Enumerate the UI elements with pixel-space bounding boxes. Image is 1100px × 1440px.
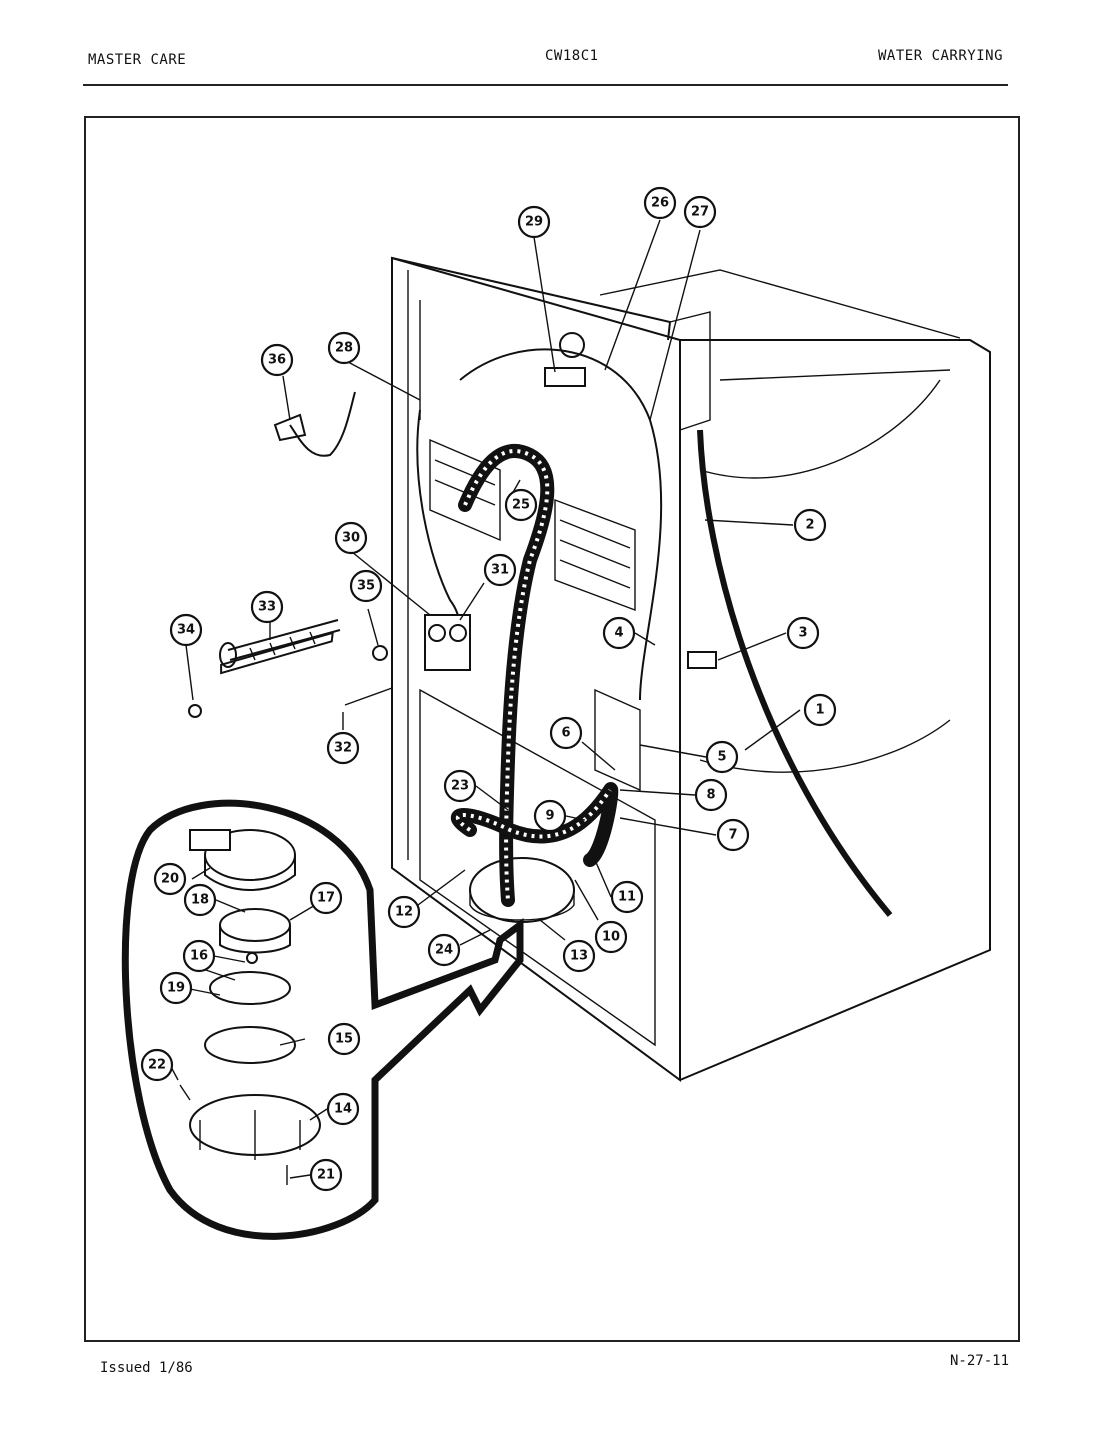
svg-text:19: 19 bbox=[167, 981, 185, 996]
header-rule bbox=[83, 84, 1008, 86]
svg-text:5: 5 bbox=[717, 750, 726, 765]
pump-inset-outline bbox=[121, 799, 524, 1240]
svg-text:18: 18 bbox=[191, 893, 209, 908]
callout-1: 1 bbox=[803, 693, 837, 727]
power-cord bbox=[289, 391, 356, 457]
issued-date: Issued 1/86 bbox=[100, 1360, 193, 1376]
inlet-hose-fitting bbox=[219, 619, 341, 668]
callout-18: 18 bbox=[183, 883, 217, 917]
svg-text:13: 13 bbox=[570, 949, 588, 964]
svg-text:10: 10 bbox=[602, 930, 620, 945]
callout-4: 4 bbox=[602, 616, 636, 650]
svg-text:35: 35 bbox=[357, 579, 375, 594]
hose-clip bbox=[687, 651, 717, 669]
callout-9: 9 bbox=[533, 799, 567, 833]
svg-text:11: 11 bbox=[618, 890, 636, 905]
svg-text:1: 1 bbox=[815, 703, 824, 718]
pump-hose bbox=[450, 782, 619, 867]
page-reference: N-27-11 bbox=[950, 1353, 1010, 1369]
svg-text:3: 3 bbox=[798, 626, 807, 641]
callout-22: 22 bbox=[140, 1048, 174, 1082]
svg-text:2: 2 bbox=[805, 518, 814, 533]
svg-text:32: 32 bbox=[334, 741, 352, 756]
svg-text:30: 30 bbox=[342, 531, 360, 546]
callout-12: 12 bbox=[387, 895, 421, 929]
callout-30: 30 bbox=[334, 521, 368, 555]
callout-34: 34 bbox=[169, 613, 203, 647]
svg-text:22: 22 bbox=[148, 1058, 166, 1073]
callout-23: 23 bbox=[443, 769, 477, 803]
callout-29: 29 bbox=[517, 205, 551, 239]
callout-3: 3 bbox=[786, 616, 820, 650]
svg-text:34: 34 bbox=[177, 623, 195, 638]
callout-26: 26 bbox=[643, 186, 677, 220]
callout-16: 16 bbox=[182, 939, 216, 973]
svg-text:17: 17 bbox=[317, 891, 335, 906]
callout-24: 24 bbox=[427, 933, 461, 967]
svg-text:29: 29 bbox=[525, 215, 543, 230]
callout-10: 10 bbox=[594, 920, 628, 954]
svg-text:14: 14 bbox=[334, 1102, 352, 1117]
callout-13: 13 bbox=[562, 939, 596, 973]
svg-text:20: 20 bbox=[161, 872, 179, 887]
callout-36: 36 bbox=[260, 343, 294, 377]
flat-washer bbox=[372, 645, 388, 661]
svg-text:36: 36 bbox=[268, 353, 286, 368]
svg-text:12: 12 bbox=[395, 905, 413, 920]
callout-5: 5 bbox=[705, 740, 739, 774]
svg-text:6: 6 bbox=[561, 726, 570, 741]
pump-inset-parts bbox=[179, 829, 321, 1185]
callout-33: 33 bbox=[250, 590, 284, 624]
svg-text:21: 21 bbox=[317, 1168, 335, 1183]
diagram-frame bbox=[84, 116, 1020, 1342]
svg-text:15: 15 bbox=[335, 1032, 353, 1047]
callout-27: 27 bbox=[683, 195, 717, 229]
header-model: CW18C1 bbox=[545, 48, 599, 64]
callout-20: 20 bbox=[153, 862, 187, 896]
callout-19: 19 bbox=[159, 971, 193, 1005]
svg-text:27: 27 bbox=[691, 205, 709, 220]
callout-14: 14 bbox=[326, 1092, 360, 1126]
washer-cabinet bbox=[391, 256, 991, 1082]
svg-text:26: 26 bbox=[651, 196, 669, 211]
pump-assembly bbox=[469, 857, 575, 923]
callout-17: 17 bbox=[309, 881, 343, 915]
header-section: WATER CARRYING bbox=[878, 48, 1004, 64]
svg-text:31: 31 bbox=[491, 563, 509, 578]
callout-32: 32 bbox=[326, 731, 360, 765]
callout-21: 21 bbox=[309, 1158, 343, 1192]
callout-8: 8 bbox=[694, 778, 728, 812]
fitting-cap bbox=[188, 704, 202, 718]
svg-text:9: 9 bbox=[545, 809, 554, 824]
fill-hose bbox=[697, 429, 893, 917]
callout-15: 15 bbox=[327, 1022, 361, 1056]
callout-25: 25 bbox=[504, 488, 538, 522]
callout-2: 2 bbox=[793, 508, 827, 542]
svg-text:23: 23 bbox=[451, 779, 469, 794]
svg-text:4: 4 bbox=[614, 626, 623, 641]
callout-35: 35 bbox=[349, 569, 383, 603]
water-valve bbox=[424, 614, 471, 671]
svg-text:28: 28 bbox=[335, 341, 353, 356]
svg-text:8: 8 bbox=[706, 788, 715, 803]
callout-28: 28 bbox=[327, 331, 361, 365]
callout-31: 31 bbox=[483, 553, 517, 587]
header-brand: MASTER CARE bbox=[88, 52, 187, 68]
svg-text:24: 24 bbox=[435, 943, 453, 958]
callout-6: 6 bbox=[549, 716, 583, 750]
svg-text:25: 25 bbox=[512, 498, 530, 513]
callout-11: 11 bbox=[610, 880, 644, 914]
svg-text:33: 33 bbox=[258, 600, 276, 615]
svg-text:7: 7 bbox=[728, 828, 737, 843]
svg-text:16: 16 bbox=[190, 949, 208, 964]
callout-7: 7 bbox=[716, 818, 750, 852]
